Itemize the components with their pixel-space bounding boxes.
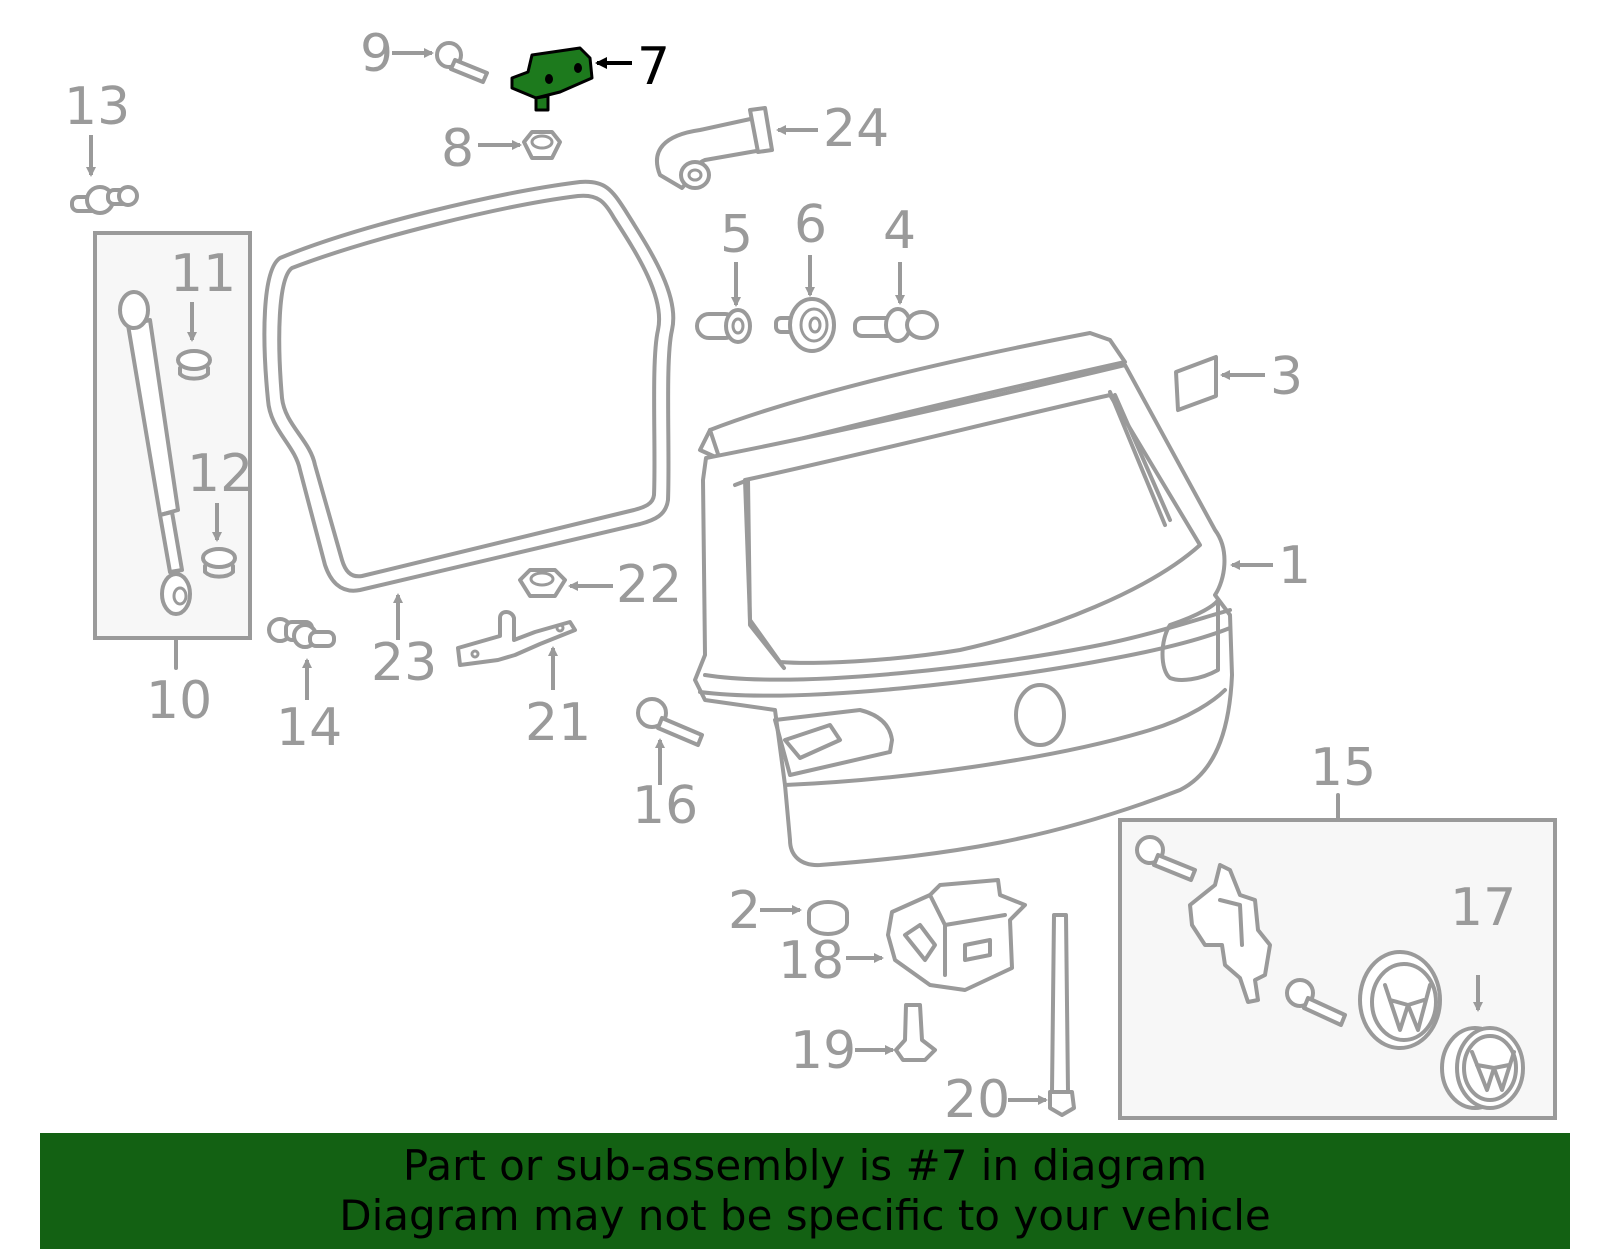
part-20-rod: [1008, 913, 1076, 1117]
callout-12: 12: [187, 444, 253, 504]
banner-line-2: Diagram may not be specific to your vehi…: [339, 1191, 1271, 1240]
callout-23: 23: [371, 633, 437, 693]
part-19-bolt: [855, 1003, 937, 1062]
info-banner: Part or sub-assembly is #7 in diagram Di…: [40, 1133, 1570, 1249]
part-2-bumper: [760, 900, 849, 936]
callout-16: 16: [632, 776, 698, 836]
part-10-strut-box: [93, 231, 252, 670]
part-3-pad: [1174, 355, 1265, 412]
part-7-bracket-highlighted: [510, 46, 632, 112]
callout-2: 2: [728, 881, 761, 941]
part-14-ball-stud: [267, 617, 336, 700]
callout-5: 5: [720, 205, 753, 265]
callout-20: 20: [944, 1070, 1010, 1130]
part-5-bushing: [695, 262, 752, 344]
part-24-hose: [654, 106, 818, 190]
callout-9: 9: [360, 24, 393, 84]
callout-6: 6: [794, 195, 827, 255]
callout-22: 22: [616, 555, 682, 615]
part-1-liftgate: [693, 331, 1273, 868]
callout-8: 8: [441, 119, 474, 179]
part-13-ball-stud: [70, 135, 139, 215]
part-16-bolt: [636, 697, 704, 785]
callout-4: 4: [883, 201, 916, 261]
callout-7: 7: [637, 37, 670, 97]
callout-3: 3: [1270, 347, 1303, 407]
callout-18: 18: [778, 931, 844, 991]
part-15-box: [1118, 793, 1557, 1120]
part-18-latch: [846, 878, 1027, 992]
callout-10: 10: [146, 671, 212, 731]
callout-14: 14: [276, 698, 342, 758]
part-21-hinge-bracket: [456, 610, 577, 690]
callout-17: 17: [1450, 878, 1516, 938]
part-22-nut: [518, 568, 613, 598]
part-9-bolt: [392, 41, 489, 84]
part-8-nut: [478, 130, 562, 160]
callout-11: 11: [170, 244, 236, 304]
banner-line-1: Part or sub-assembly is #7 in diagram: [402, 1141, 1208, 1190]
callout-19: 19: [790, 1021, 856, 1081]
part-6-grommet: [774, 255, 836, 353]
callout-1: 1: [1278, 536, 1311, 596]
callout-15: 15: [1310, 738, 1376, 798]
part-4-ball-stud: [853, 262, 939, 343]
part-23-weatherstrip: [262, 179, 676, 640]
callout-13: 13: [64, 77, 130, 137]
callout-21: 21: [525, 693, 591, 753]
callout-24: 24: [823, 99, 889, 159]
